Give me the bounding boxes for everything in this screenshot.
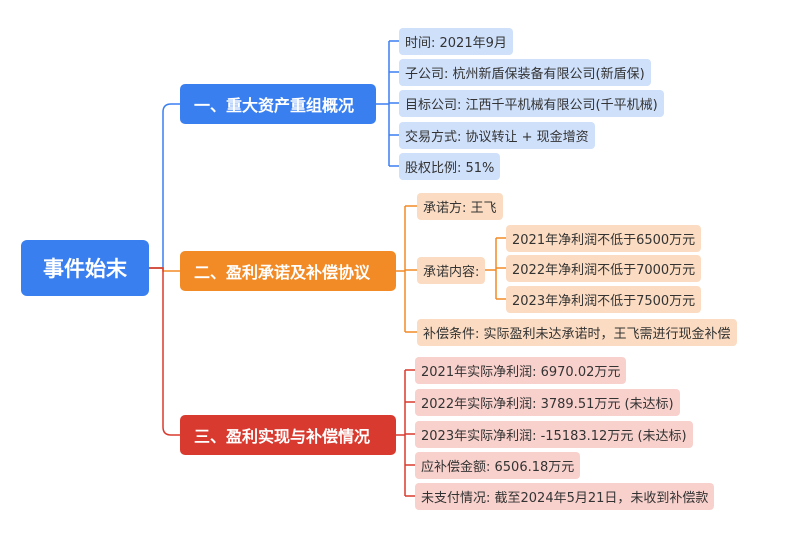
leaf-actual-2022[interactable]: 2022年实际净利润: 3789.51万元 (未达标) — [415, 389, 680, 416]
branch-asset-restructuring[interactable]: 一、重大资产重组概况 — [180, 84, 376, 124]
leaf-promise-2021[interactable]: 2021年净利润不低于6500万元 — [506, 225, 702, 252]
leaf-transaction-method[interactable]: 交易方式: 协议转让 + 现金增资 — [399, 122, 595, 149]
leaf-equity-ratio[interactable]: 股权比例: 51% — [399, 153, 501, 180]
leaf-actual-2023[interactable]: 2023年实际净利润: -15183.12万元 (未达标) — [415, 421, 693, 448]
leaf-subsidiary[interactable]: 子公司: 杭州新盾保装备有限公司(新盾保) — [399, 59, 651, 86]
leaf-compensation-amount[interactable]: 应补偿金额: 6506.18万元 — [415, 452, 581, 479]
leaf-compensation-condition[interactable]: 补偿条件: 实际盈利未达承诺时，王飞需进行现金补偿 — [417, 319, 737, 346]
leaf-actual-2021[interactable]: 2021年实际净利润: 6970.02万元 — [415, 357, 627, 384]
leaf-promise-2023[interactable]: 2023年净利润不低于7500万元 — [506, 286, 702, 313]
branch-profit-commitment[interactable]: 二、盈利承诺及补偿协议 — [180, 251, 396, 291]
leaf-promisor[interactable]: 承诺方: 王飞 — [417, 193, 503, 220]
branch-profit-realization[interactable]: 三、盈利实现与补偿情况 — [180, 415, 396, 455]
leaf-unpaid-status[interactable]: 未支付情况: 截至2024年5月21日，未收到补偿款 — [415, 483, 715, 510]
root-node[interactable]: 事件始末 — [21, 240, 149, 296]
leaf-promise-2022[interactable]: 2022年净利润不低于7000万元 — [506, 255, 702, 282]
leaf-time[interactable]: 时间: 2021年9月 — [399, 28, 513, 55]
leaf-promise-content[interactable]: 承诺内容: — [417, 257, 486, 284]
leaf-target-company[interactable]: 目标公司: 江西千平机械有限公司(千平机械) — [399, 90, 664, 117]
